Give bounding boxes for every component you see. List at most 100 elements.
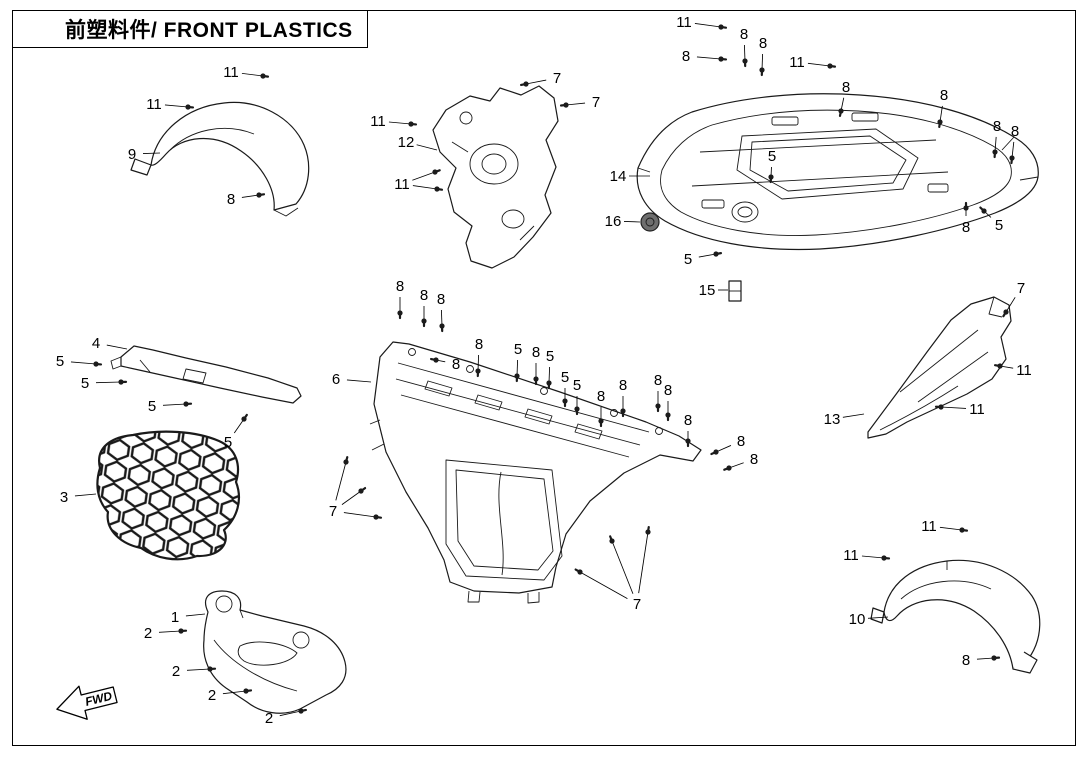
part-slot — [701, 199, 725, 209]
leader-line — [95, 381, 122, 384]
part-notch — [988, 296, 1003, 318]
fastener-icon — [718, 24, 728, 30]
part-flange-hole — [737, 206, 753, 218]
callout-number: 8 — [532, 344, 540, 361]
callout-8: 8 — [684, 412, 692, 448]
headlight-divider — [498, 471, 504, 576]
callout-number: 14 — [610, 168, 627, 185]
callout-number: 8 — [682, 48, 690, 65]
callout-8: 8 — [1009, 123, 1019, 165]
part-detail — [239, 609, 244, 619]
callout-number: 6 — [332, 371, 340, 388]
fastener-icon — [685, 438, 691, 448]
fastener-icon — [93, 361, 103, 367]
callout-8: 8 — [437, 291, 445, 333]
leader-line — [842, 413, 865, 418]
fastener-icon — [713, 251, 723, 257]
leader-line — [341, 490, 362, 505]
leader-line — [416, 144, 438, 151]
part-flange-hole — [731, 201, 759, 223]
callout-number: 8 — [654, 372, 662, 389]
fastener-icon — [514, 373, 520, 383]
fastener-icon — [260, 73, 270, 79]
fastener-icon — [256, 192, 266, 198]
callout-number: 11 — [1016, 362, 1032, 379]
callout-5: 5 — [979, 206, 1003, 234]
part-detail — [110, 356, 151, 373]
part-hole — [292, 631, 310, 649]
part-1-lower-front-cover — [203, 590, 347, 714]
callout-number: 4 — [92, 335, 100, 352]
callout-number: 16 — [605, 213, 622, 230]
part-feet — [467, 590, 540, 604]
callout-8: 8 — [227, 191, 266, 208]
callout-number: 8 — [475, 336, 483, 353]
callout-8: 8 — [475, 336, 483, 378]
callout-number: 8 — [842, 79, 850, 96]
callout-number: 15 — [699, 282, 716, 299]
callout-number: 5 — [561, 369, 569, 386]
callout-1: 1 — [171, 609, 206, 626]
callout-number: 11 — [843, 547, 859, 564]
callout-5: 5 — [768, 148, 776, 184]
leader-line — [279, 710, 302, 717]
callout-number: 8 — [740, 26, 748, 43]
callout-number: 5 — [224, 434, 232, 451]
callout-number: 5 — [684, 251, 692, 268]
part-hole — [469, 143, 519, 185]
callout-number: 5 — [56, 353, 64, 370]
part-outline — [432, 85, 559, 269]
callout-number: 8 — [396, 278, 404, 295]
callout-number: 5 — [546, 348, 554, 365]
callout-5: 5 — [561, 369, 569, 408]
part-tab — [130, 158, 152, 176]
callout-7: 7 — [329, 456, 383, 520]
callout-8: 8 — [838, 79, 850, 117]
callout-number: 8 — [759, 35, 767, 52]
part-15-bracket — [728, 280, 742, 302]
callout-11: 11 — [843, 547, 891, 564]
part-outline — [120, 345, 302, 404]
leader-line — [638, 531, 649, 594]
callout-number: 1 — [171, 609, 179, 626]
callout-number: 2 — [208, 687, 216, 704]
fastener-icon — [519, 81, 529, 87]
callout-8: 8 — [937, 87, 948, 129]
fastener-icon — [178, 628, 188, 634]
callout-number: 8 — [1011, 123, 1019, 140]
callout-11: 11 — [921, 518, 969, 535]
fastener-icon — [768, 174, 774, 184]
mount-hole — [408, 348, 416, 356]
fastener-icon — [533, 376, 539, 386]
leader-line — [74, 493, 97, 497]
callout-3: 3 — [60, 489, 97, 506]
fastener-icon — [959, 527, 969, 533]
part-14-front-rack — [636, 93, 1039, 251]
part-outline — [96, 430, 241, 561]
callout-11: 11 — [993, 362, 1032, 379]
title-box: 前塑料件/ FRONT PLASTICS — [12, 10, 368, 48]
callout-2: 2 — [265, 708, 307, 727]
part-detail — [879, 385, 959, 431]
callout-11: 11 — [934, 401, 985, 418]
part-detail — [451, 141, 535, 241]
part-opening — [736, 128, 919, 200]
fastener-icon — [645, 525, 651, 535]
part-6-front-fascia — [369, 341, 702, 604]
fastener-icon — [434, 186, 444, 192]
leader-line — [162, 403, 187, 406]
callout-14: 14 — [610, 168, 650, 185]
leader-line — [233, 418, 245, 434]
callout-number: 11 — [223, 64, 239, 81]
callout-8: 8 — [654, 372, 662, 413]
callout-2: 2 — [208, 687, 253, 704]
leader-line — [440, 309, 443, 327]
leader-line — [939, 105, 943, 123]
callout-6: 6 — [332, 371, 372, 388]
fastener-icon — [358, 486, 367, 494]
mount-hole — [655, 427, 663, 435]
fastener-icon — [759, 67, 765, 77]
part-opening — [749, 135, 907, 192]
fastener-icon — [546, 380, 552, 390]
leader-line — [70, 361, 97, 365]
